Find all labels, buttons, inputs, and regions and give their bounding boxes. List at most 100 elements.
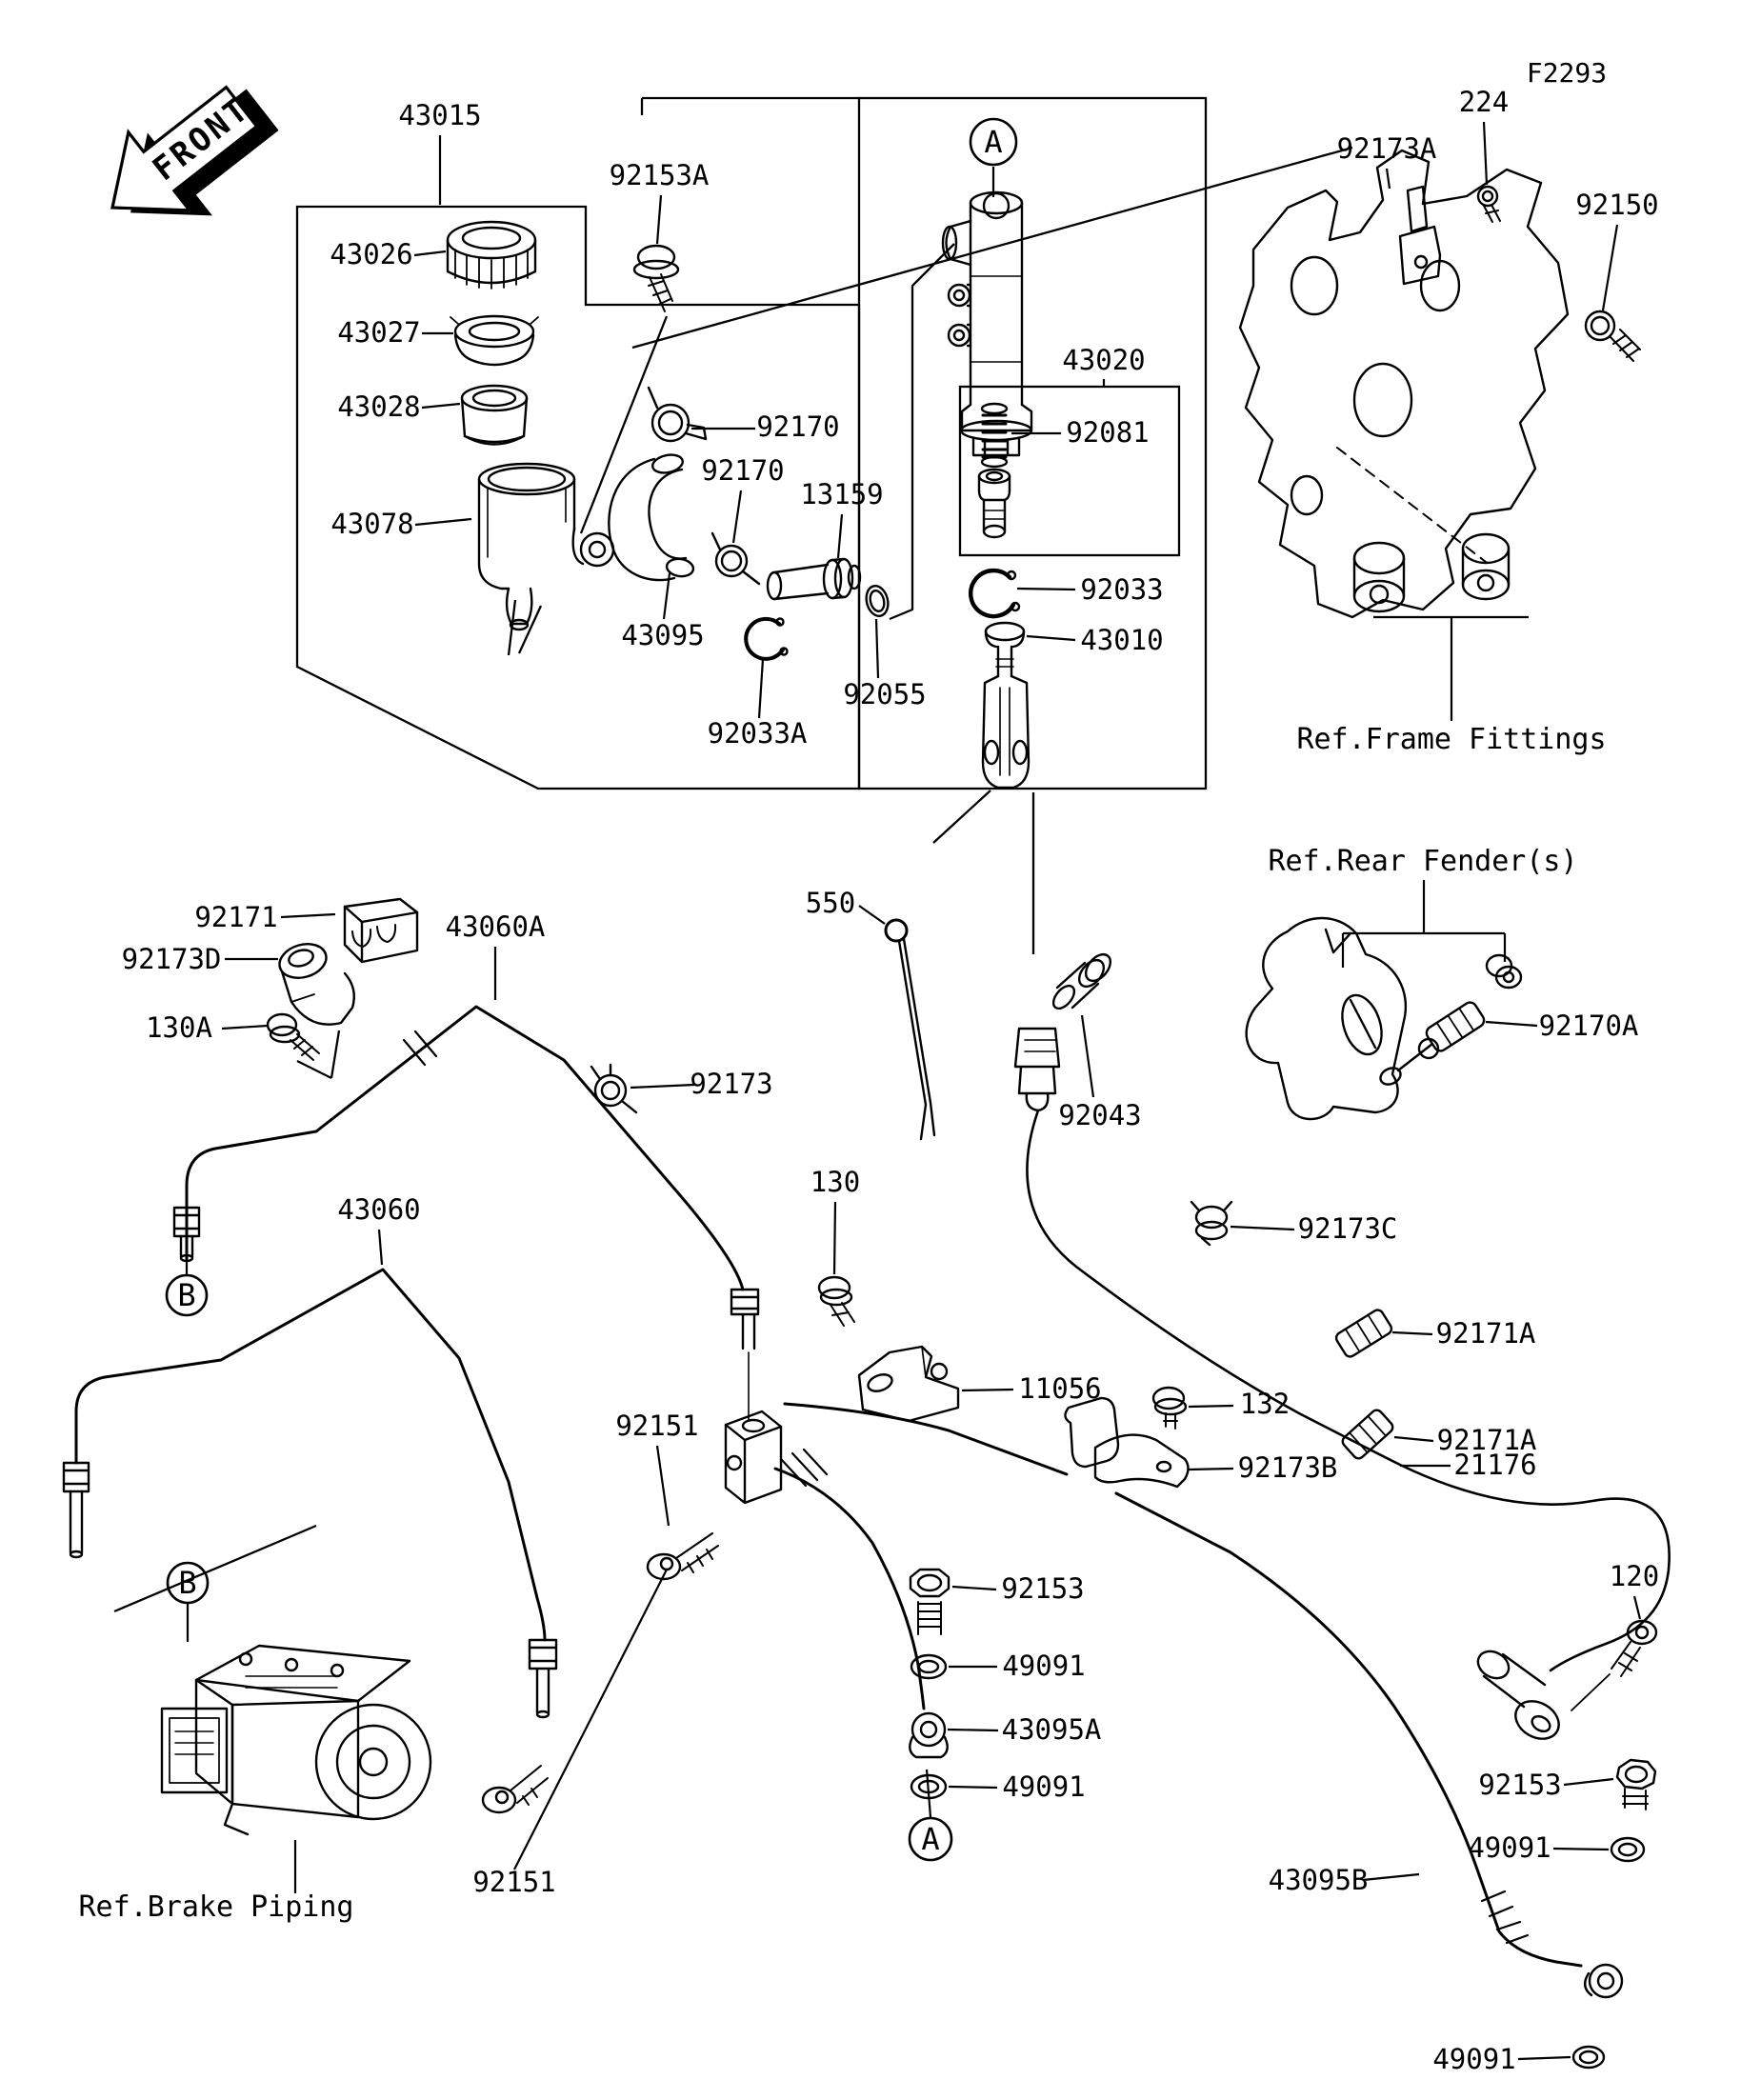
leader-line-92171A: [1391, 1330, 1433, 1336]
leader-line-92033A: [757, 658, 765, 719]
part-label-132-30: 132: [1240, 1388, 1290, 1420]
leader-line-92153A: [655, 194, 663, 245]
leader-line-92173B: [1188, 1467, 1234, 1471]
part-label-130A-23: 130A: [146, 1011, 212, 1044]
part-label-21176-36: 21176: [1453, 1449, 1536, 1481]
leader-line-13159: [836, 513, 844, 559]
leader-line-130A: [221, 1024, 269, 1030]
leader-line-92153: [1563, 1777, 1614, 1787]
front-arrow: FRONT: [110, 85, 279, 216]
banjo-bolt-92153-mid-drawing: [909, 1568, 951, 1635]
part-label-43095A-40: 43095A: [1002, 1713, 1102, 1746]
brake-fluid-reservoir-drawing: [477, 462, 615, 631]
reservoir-group-box: [295, 205, 861, 790]
leader-line-49091: [1552, 1847, 1610, 1851]
speed-sensor-drawing: [1013, 1027, 1671, 1740]
leader-line-92033: [1016, 587, 1076, 591]
leader-line-49091: [948, 1785, 998, 1790]
leader-line-92173A: [1385, 168, 1391, 190]
bolt-132-drawing: [1151, 1386, 1188, 1430]
clamp-92173-drawing: [590, 1063, 638, 1114]
leader-line-92171A: [1393, 1435, 1434, 1443]
master-cylinder-group-box: [857, 96, 1208, 790]
reservoir-screw-drawing: [632, 244, 680, 312]
joint-pin-drawing: [1051, 952, 1112, 1010]
leader-line-43028: [421, 402, 461, 410]
part-label-92173-25: 92173: [690, 1068, 772, 1100]
washer-49091-1-drawing: [910, 1653, 948, 1680]
snap-ring-drawing: [968, 568, 1021, 619]
part-label-92173C-32: 92173C: [1298, 1212, 1398, 1245]
reservoir-hose-drawing: [608, 453, 695, 582]
part-label-43027-3: 43027: [337, 316, 420, 349]
clamp-92173c-drawing: [1190, 1200, 1233, 1247]
screw-224-drawing: [1476, 185, 1501, 223]
piston-kit-box: [958, 385, 1181, 557]
hose-clamp-upper-drawing: [647, 386, 708, 443]
frame-bracket-drawing: [1238, 149, 1570, 619]
part-labels-layer: 4301592153A43026430274302843078921709217…: [122, 86, 1660, 2075]
brake-hose-43095a-drawing: [773, 1448, 949, 1759]
part-label-92173D-22: 92173D: [122, 943, 222, 975]
abs-unit-drawing: [160, 1644, 432, 1836]
circle-marker-A-0: [969, 117, 1018, 167]
damper-92171a-2-drawing: [1341, 1409, 1394, 1460]
leader-line-92043: [1080, 1014, 1095, 1098]
bolt-130-drawing: [817, 1275, 855, 1327]
circle-marker-leader-A-1: [925, 1769, 932, 1818]
fender-damper-drawing: [1417, 953, 1523, 1060]
part-label-43028-4: 43028: [337, 390, 420, 423]
circle-marker-B-3: [166, 1561, 210, 1605]
part-label-92153-38: 92153: [1001, 1572, 1084, 1605]
leader-line-43095B: [1362, 1872, 1420, 1882]
leader-line-92170: [731, 490, 743, 544]
clevis-link-lines: [932, 790, 1035, 954]
bolt-92150-drawing: [1584, 310, 1641, 362]
part-label-224-18: 224: [1459, 86, 1509, 118]
screw-92151-upper-drawing: [646, 1532, 719, 1581]
diaphragm-plate-drawing: [450, 314, 539, 367]
part-label-92173B-31: 92173B: [1238, 1451, 1338, 1484]
leader-line-92171: [280, 912, 336, 919]
connector-pipe-drawing: [766, 557, 862, 601]
junction-block-drawing: [724, 1410, 783, 1505]
part-label-92171A-33: 92171A: [1436, 1317, 1536, 1350]
part-label-92033-14: 92033: [1080, 573, 1163, 606]
part-label-92171A-34: 92171A: [1437, 1424, 1537, 1456]
group-boxes: [113, 96, 1353, 1613]
part-label-92170A-35: 92170A: [1539, 1010, 1639, 1042]
pipe-stopper-drawing: [343, 897, 419, 964]
washer-49091-3-drawing: [1610, 1836, 1646, 1863]
hose-clamp-lower-drawing: [710, 531, 761, 586]
leader-line-92151: [513, 1569, 668, 1870]
snap-ring-a-drawing: [744, 616, 789, 661]
leader-line-92055: [874, 618, 880, 679]
part-label-550-16: 550: [806, 887, 855, 919]
part-label-43060A-24: 43060A: [446, 910, 546, 943]
circle-marker-A-1: [908, 1816, 953, 1862]
ref-label-1: Ref.Rear Fender(s): [1268, 845, 1577, 878]
part-label-43060-26: 43060: [337, 1193, 420, 1226]
circle-marker-letter-B-3: B: [178, 1565, 196, 1601]
piston-assembly-drawing: [977, 468, 1011, 539]
brake-hose-43095b-drawing: [783, 1402, 1624, 1999]
leader-line-92173: [630, 1083, 695, 1090]
leader-line-92151: [655, 1445, 670, 1527]
part-label-92043-17: 92043: [1058, 1099, 1141, 1131]
leader-line-49091: [1517, 2055, 1571, 2061]
leader-line-43026: [413, 250, 447, 257]
leader-line-92173C: [1230, 1225, 1295, 1231]
leader-line-92170A: [1485, 1020, 1538, 1028]
part-label-92170-6: 92170: [756, 410, 839, 443]
screw-92151-bottom-drawing: [481, 1765, 549, 1814]
part-label-92055-11: 92055: [843, 678, 926, 710]
circle-marker-letter-A-0: A: [984, 124, 1002, 160]
part-label-92150-20: 92150: [1575, 189, 1658, 221]
front-arrow-body: [110, 85, 259, 212]
brake-pipe-43060a-drawing: [172, 1005, 760, 1422]
circle-marker-B-2: [165, 1273, 209, 1317]
ref-label-0: Ref.Frame Fittings: [1296, 723, 1606, 756]
circle-marker-letter-B-2: B: [177, 1277, 195, 1313]
part-label-120-37: 120: [1610, 1560, 1659, 1592]
